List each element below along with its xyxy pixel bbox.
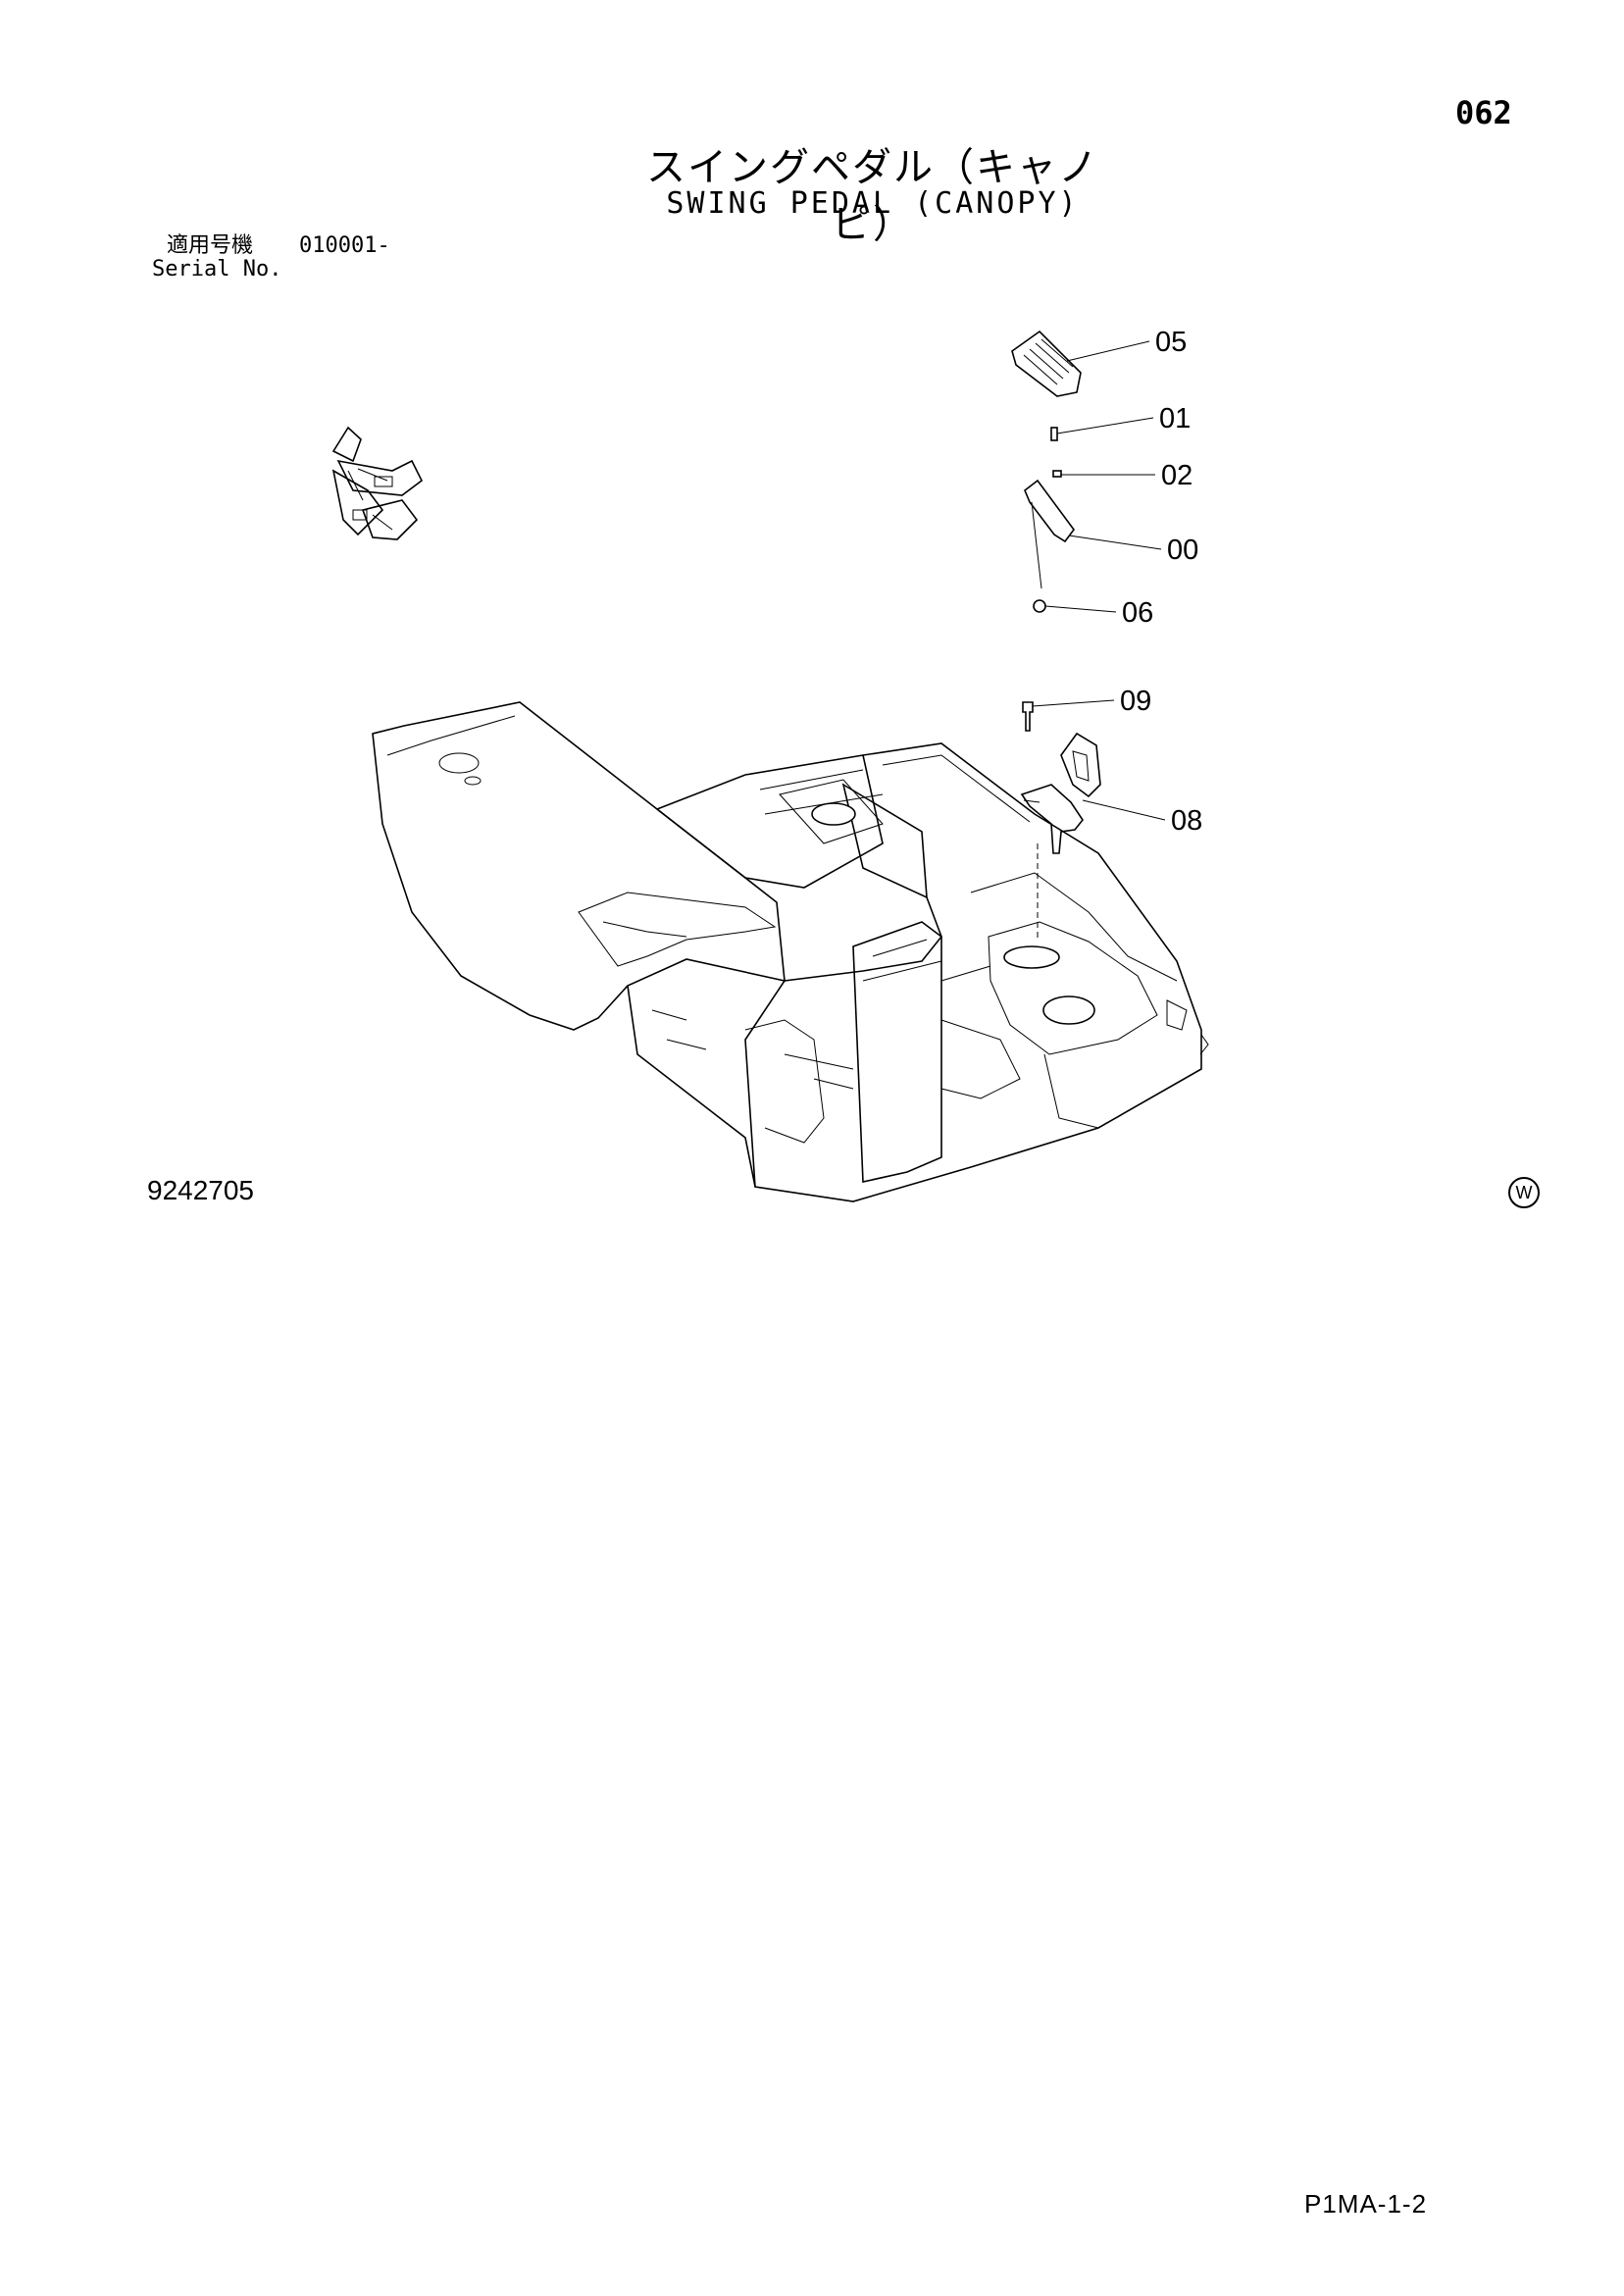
pedal-arm-part: [1024, 479, 1075, 589]
page-number: 062: [1455, 94, 1512, 131]
callout-01: 01: [1056, 403, 1191, 434]
callout-09-label: 09: [1120, 686, 1151, 717]
title-japanese: スイングペダル（キャノピ）: [646, 145, 1099, 247]
callout-02: 02: [1061, 460, 1193, 491]
nut-part: [1033, 599, 1046, 613]
callout-00-label: 00: [1167, 535, 1198, 566]
serial-label-english: Serial No.: [152, 257, 282, 281]
callout-00: 00: [1068, 535, 1198, 566]
callout-08-label: 08: [1171, 805, 1202, 837]
floor-frame: [372, 701, 1209, 1202]
callout-08: 08: [1082, 799, 1202, 837]
washer-part: [1052, 470, 1062, 478]
serial-label-japanese: 適用号機: [167, 233, 254, 258]
callout-09: 09: [1032, 686, 1151, 717]
callout-05-label: 05: [1155, 327, 1187, 358]
pedal-pad-part: [1011, 330, 1082, 397]
pin-part: [1050, 427, 1058, 441]
footer-code: P1MA-1-2: [1304, 2189, 1428, 2219]
bolt-part: [1022, 701, 1034, 732]
drawing-number: 9242705: [147, 1175, 255, 1205]
title-english: SWING PEDAL (CANOPY): [666, 186, 1080, 221]
locator-thumbnail: [331, 426, 424, 540]
callout-02-label: 02: [1161, 460, 1193, 491]
callout-01-label: 01: [1159, 403, 1191, 434]
callout-06-label: 06: [1122, 597, 1153, 629]
w-mark-symbol: W: [1508, 1177, 1540, 1208]
callout-06: 06: [1044, 597, 1153, 629]
callout-05: 05: [1066, 327, 1187, 362]
bracket-part: [1020, 732, 1101, 854]
serial-value: 010001-: [299, 233, 390, 258]
